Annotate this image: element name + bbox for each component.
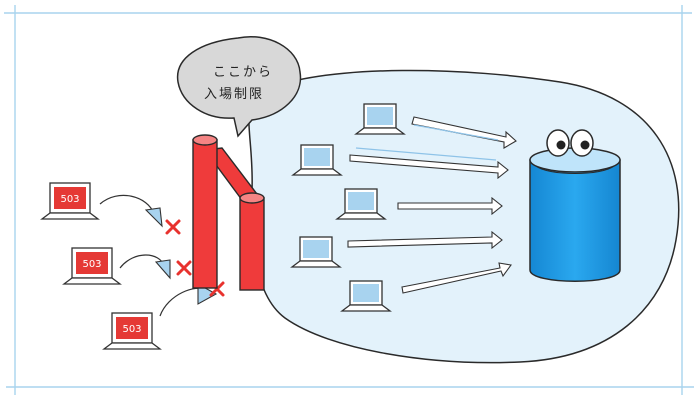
speech-bubble-line1: ここから (213, 65, 273, 80)
rejected-laptop-1: 503 (40, 182, 100, 220)
speech-bubble-line2: 入場制限 (204, 87, 264, 102)
database (529, 129, 621, 282)
reject-mark-2 (176, 260, 192, 276)
error-code-label: 503 (60, 194, 79, 205)
allowed-laptop-2 (291, 144, 343, 176)
allowed-laptop-3 (335, 188, 387, 220)
rejected-laptop-2: 503 (62, 247, 122, 285)
rate-limit-gate (192, 134, 265, 291)
allowed-laptop-5 (340, 280, 392, 312)
request-arrow-5 (401, 262, 512, 294)
reject-mark-1 (165, 219, 181, 235)
request-arrow-4 (347, 230, 503, 250)
request-arrows (347, 116, 517, 294)
rejected-arrow-1 (99, 194, 155, 215)
database-eyes-icon (546, 129, 594, 157)
request-arrow-2 (349, 154, 509, 180)
allowed-laptop-4 (290, 236, 342, 268)
allowed-laptop-1 (354, 103, 406, 135)
error-code-label: 503 (82, 259, 101, 270)
speech-bubble: ここから 入場制限 (176, 36, 302, 138)
request-arrow-3 (397, 196, 503, 216)
rejected-arrows (99, 194, 218, 317)
sketch-frame (4, 5, 694, 395)
rejected-laptop-3: 503 (102, 312, 162, 350)
error-code-label: 503 (122, 324, 141, 335)
